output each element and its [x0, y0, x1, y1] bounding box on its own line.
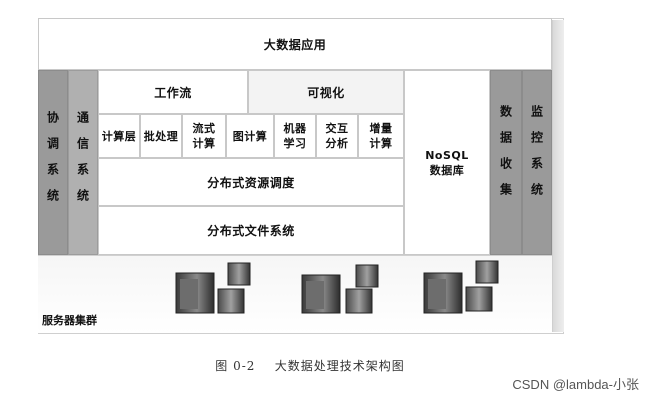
graph-computing-label: 图计算 — [233, 128, 268, 144]
nosql-database-label: NoSQL 数据库 — [425, 148, 469, 178]
compute-layer-cell: 计算层 — [98, 114, 140, 158]
figure-caption: 图 0-2 大数据处理技术架构图 — [0, 357, 620, 374]
nosql-database-box: NoSQL 数据库 — [404, 70, 490, 255]
incremental-computing-cell: 增量 计算 — [358, 114, 404, 158]
machine-learning-cell: 机器 学习 — [274, 114, 316, 158]
server-group-2-icon — [302, 265, 378, 313]
incremental-computing-label: 增量 计算 — [370, 121, 393, 151]
compute-layer-label: 计算层 — [102, 128, 137, 144]
data-collection-label: 数据收集 — [498, 105, 515, 209]
big-data-application-layer: 大数据应用 — [38, 18, 552, 70]
file-system-layer: 分布式文件系统 — [98, 206, 404, 255]
resource-scheduling-layer: 分布式资源调度 — [98, 158, 404, 206]
workflow-label: 工作流 — [154, 84, 192, 101]
coordination-system-column: 协调系统 — [38, 70, 68, 255]
big-data-application-label: 大数据应用 — [264, 36, 327, 53]
data-collection-column: 数据收集 — [490, 70, 522, 255]
interactive-analysis-cell: 交互 分析 — [316, 114, 358, 158]
server-group-1-icon — [176, 263, 250, 313]
resource-scheduling-label: 分布式资源调度 — [207, 174, 295, 191]
workflow-box: 工作流 — [98, 70, 248, 114]
monitoring-system-label: 监控系统 — [529, 105, 546, 209]
machine-learning-label: 机器 学习 — [284, 121, 307, 151]
stream-computing-label: 流式 计算 — [193, 121, 216, 151]
interactive-analysis-label: 交互 分析 — [326, 121, 349, 151]
frame-side-shade — [552, 20, 564, 332]
communication-system-label: 通信系统 — [75, 111, 92, 215]
server-group-3-icon — [424, 261, 498, 313]
visualization-label: 可视化 — [307, 84, 345, 101]
server-icons — [38, 255, 552, 333]
monitoring-system-column: 监控系统 — [522, 70, 552, 255]
visualization-box: 可视化 — [248, 70, 404, 114]
coordination-system-label: 协调系统 — [45, 111, 62, 215]
stream-computing-cell: 流式 计算 — [182, 114, 226, 158]
communication-system-column: 通信系统 — [68, 70, 98, 255]
batch-processing-cell: 批处理 — [140, 114, 182, 158]
graph-computing-cell: 图计算 — [226, 114, 274, 158]
csdn-watermark: CSDN @lambda-小张 — [512, 374, 639, 393]
file-system-label: 分布式文件系统 — [207, 222, 295, 239]
batch-processing-label: 批处理 — [144, 128, 179, 144]
